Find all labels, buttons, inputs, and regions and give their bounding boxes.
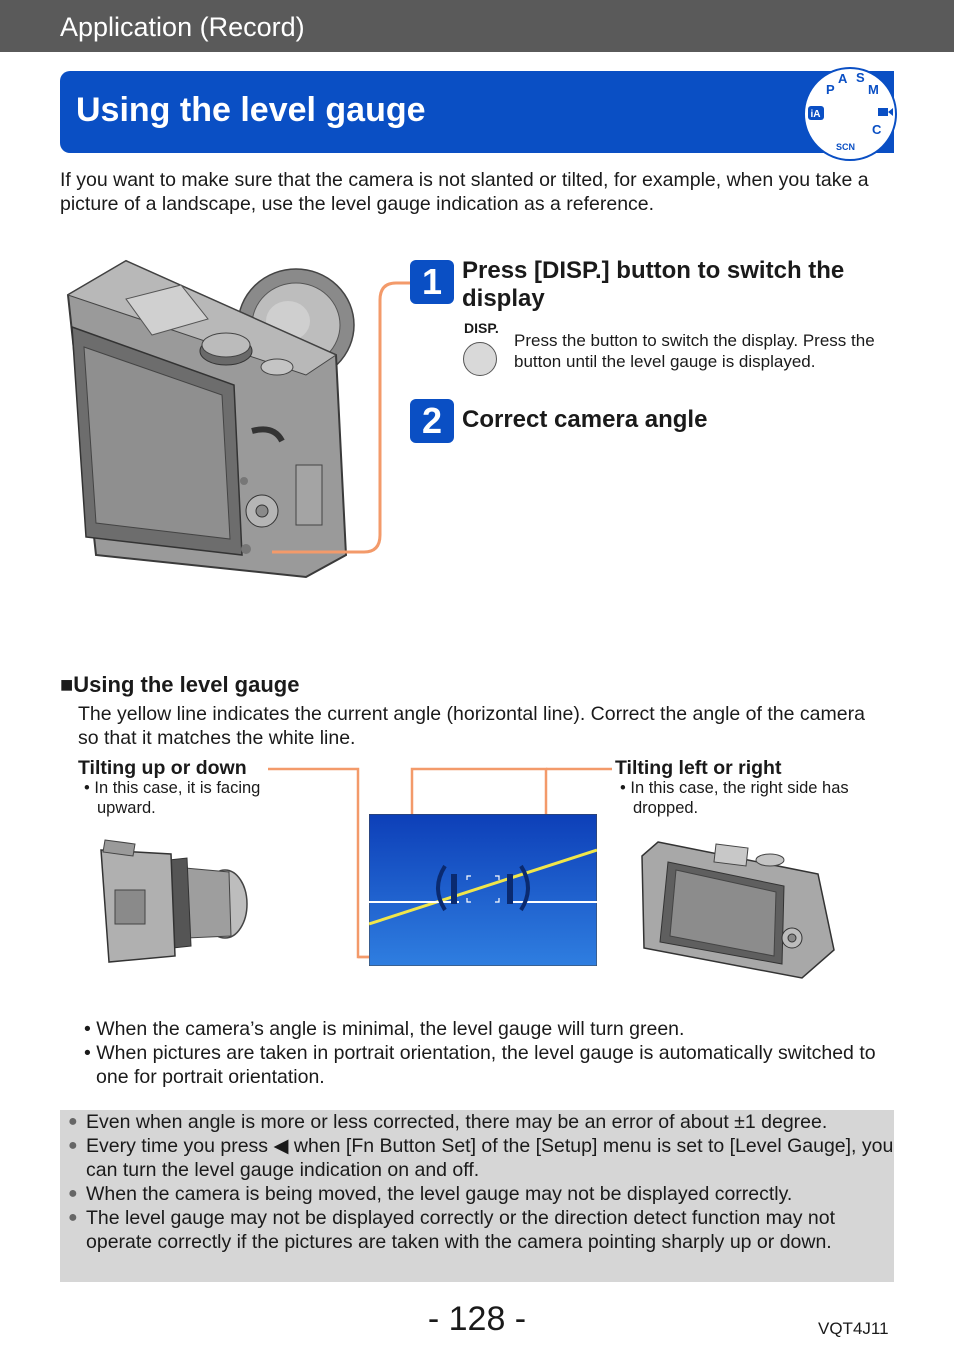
tilt-up-down-note-line1: • In this case, it is facing bbox=[84, 779, 261, 797]
note-item: Even when angle is more or less correcte… bbox=[60, 1110, 894, 1134]
gauge-bullets: • When the camera’s angle is minimal, th… bbox=[84, 1017, 884, 1089]
tilt-up-down-note-line2: upward. bbox=[97, 799, 156, 817]
note-item: When the camera is being moved, the leve… bbox=[60, 1182, 894, 1206]
dial-letter-a: A bbox=[838, 71, 848, 86]
disp-callout-line bbox=[272, 281, 410, 554]
disp-button-icon bbox=[463, 342, 497, 376]
tilt-left-right-title: Tilting left or right bbox=[615, 757, 782, 779]
section-header-text: Application (Record) bbox=[60, 12, 305, 42]
model-code: VQT4J11 bbox=[818, 1319, 889, 1338]
camera-tilt-right-illustration bbox=[641, 841, 835, 979]
camera-tilt-up-illustration bbox=[100, 839, 248, 963]
step-1-title-line1: Press [DISP.] button to switch the bbox=[462, 257, 845, 284]
note-item: Every time you press ◀ when [Fn Button S… bbox=[60, 1134, 894, 1182]
bullet-item: • When the camera’s angle is minimal, th… bbox=[84, 1018, 685, 1040]
step-1-title: Press [DISP.] button to switch the displ… bbox=[462, 257, 844, 313]
disp-button-label: DISP. bbox=[464, 320, 499, 336]
intro-paragraph: If you want to make sure that the camera… bbox=[60, 169, 869, 215]
level-gauge-heading-text: Using the level gauge bbox=[73, 672, 300, 697]
step-1-description: Press the button to switch the display. … bbox=[514, 331, 875, 371]
level-gauge-body: The yellow line indicates the current an… bbox=[78, 703, 865, 749]
step-1-number: 1 bbox=[410, 260, 454, 304]
camera-back-illustration bbox=[66, 259, 355, 579]
dial-letter-c: C bbox=[872, 122, 882, 137]
dial-ia-label: iA bbox=[811, 109, 821, 120]
tilt-left-right-note-line2: dropped. bbox=[633, 799, 699, 817]
section-header: Application (Record) bbox=[0, 0, 954, 52]
mode-dial-icon: P A S M C SCN iA bbox=[803, 67, 897, 161]
heading-square-icon: ■ bbox=[60, 672, 74, 697]
step-1-title-line2: display bbox=[462, 285, 545, 312]
tilt-left-right-note-line1: • In this case, the right side has bbox=[620, 779, 849, 797]
bullet-item: • When pictures are taken in portrait or… bbox=[84, 1042, 876, 1088]
page-number: - 128 - bbox=[427, 1300, 527, 1338]
level-gauge-screen bbox=[369, 814, 597, 966]
page-title-bar: Using the level gauge bbox=[60, 71, 894, 153]
dial-letter-p: P bbox=[826, 82, 835, 97]
dial-letter-m: M bbox=[868, 82, 879, 97]
note-item: The level gauge may not be displayed cor… bbox=[60, 1206, 894, 1254]
dial-letter-s: S bbox=[856, 70, 865, 85]
dial-letter-scn: SCN bbox=[836, 142, 855, 152]
tilt-up-down-note: • In this case, it is facing upward. bbox=[84, 778, 260, 818]
step-2-title: Correct camera angle bbox=[462, 406, 708, 433]
page-title: Using the level gauge bbox=[76, 91, 426, 129]
tilt-up-down-title: Tilting up or down bbox=[78, 757, 247, 779]
level-gauge-heading: ■Using the level gauge bbox=[60, 672, 299, 698]
step-2-number: 2 bbox=[410, 399, 454, 443]
tilt-left-right-note: • In this case, the right side has dropp… bbox=[620, 778, 849, 818]
yellow-level-line bbox=[369, 848, 597, 926]
notes-box: Even when angle is more or less correcte… bbox=[60, 1110, 894, 1282]
